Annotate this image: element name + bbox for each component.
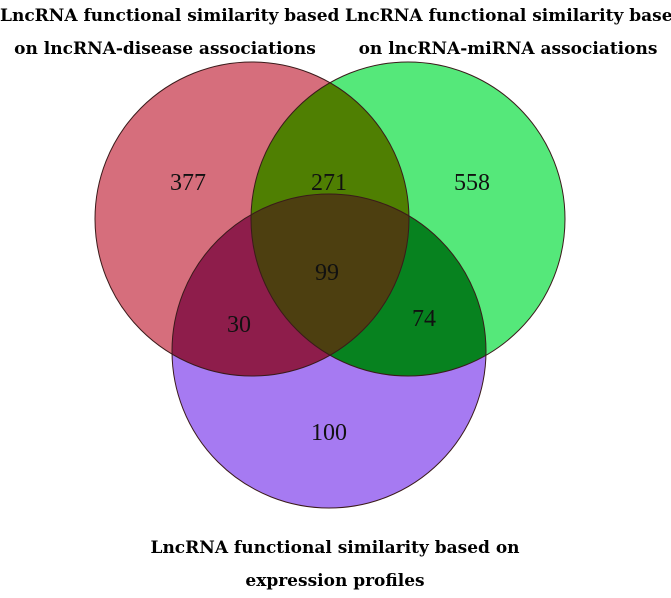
set-title-lncrna-disease: LncRNA functional similarity based on ln… xyxy=(0,0,340,66)
set-title-lncrna-mirna: LncRNA functional similarity based on ln… xyxy=(345,0,671,66)
set-title-line: LncRNA functional similarity based on xyxy=(150,538,520,558)
count-only-disease: 377 xyxy=(170,170,206,196)
count-mirna-expression: 74 xyxy=(412,306,436,332)
outline-a xyxy=(94,61,410,377)
count-only-expression: 100 xyxy=(311,420,347,446)
count-only-mirna: 558 xyxy=(454,170,490,196)
set-title-line: expression profiles xyxy=(245,571,425,591)
count-disease-mirna: 271 xyxy=(311,170,347,196)
set-title-line: on lncRNA-miRNA associations xyxy=(358,39,658,59)
set-title-expression-profiles: LncRNA functional similarity based on ex… xyxy=(120,532,550,598)
outline-c xyxy=(171,193,487,509)
set-title-line: LncRNA functional similarity based xyxy=(0,6,340,26)
count-all-three: 99 xyxy=(315,260,339,286)
set-title-line: on lncRNA-disease associations xyxy=(14,39,316,59)
outline-b xyxy=(250,61,566,377)
set-title-line: LncRNA functional similarity based xyxy=(345,6,671,26)
count-disease-expression: 30 xyxy=(227,312,251,338)
